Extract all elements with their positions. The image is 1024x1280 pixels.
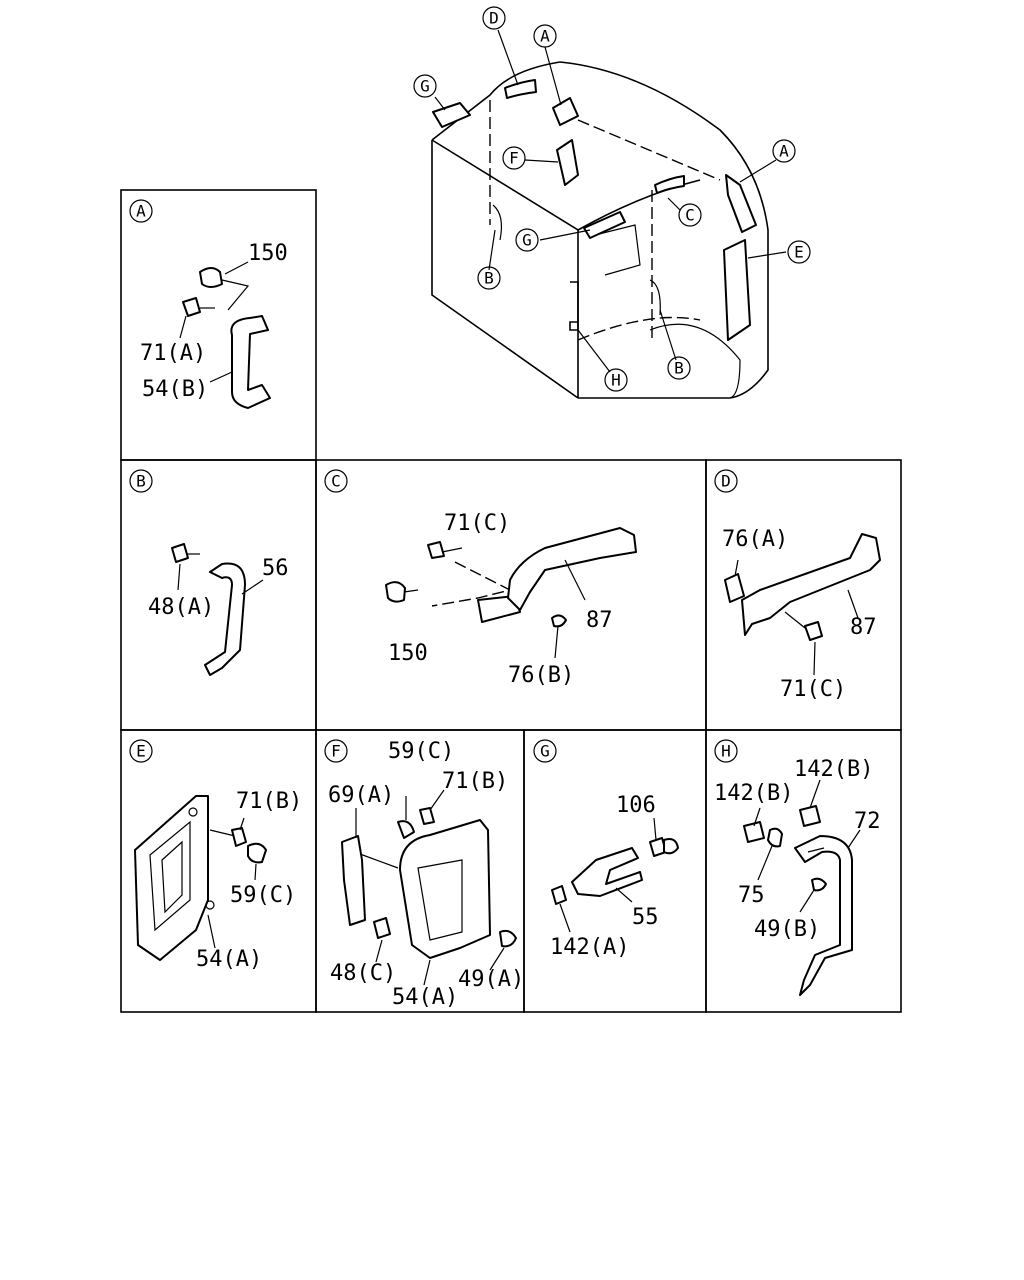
panel-g-label-2: 142(A) <box>550 935 629 960</box>
panel-b-label-0: 48(A) <box>148 595 214 620</box>
panel-b-id: B <box>136 472 146 491</box>
panel-h-label-2: 72 <box>854 809 881 834</box>
overview-callout-h: H <box>611 371 621 390</box>
panel-a-label-2: 54(B) <box>142 377 208 402</box>
overview-callout-d: D <box>489 9 499 28</box>
panel-a-id-circle <box>129 199 153 223</box>
panel-d-label-1: 87 <box>850 615 877 640</box>
panel-a-frame <box>120 189 317 461</box>
panel-f-label-3: 48(C) <box>330 961 396 986</box>
panel-e-id: E <box>136 742 146 761</box>
panel-h-label-3: 75 <box>738 883 765 908</box>
panel-d: D 76(A) 87 71(C) <box>714 469 881 702</box>
panel-f-label-4: 54(A) <box>392 985 458 1010</box>
callout-circle-g2 <box>515 228 539 252</box>
panel-h-label-4: 49(B) <box>754 917 820 942</box>
panel-e-label-0: 71(B) <box>236 789 302 814</box>
panel-g-label-0: 106 <box>616 793 656 818</box>
overview-callout-e: E <box>794 243 804 262</box>
panel-c-label-1: 150 <box>388 641 428 666</box>
panel-frames <box>120 189 902 1013</box>
panel-f-label-0: 59(C) <box>388 739 454 764</box>
overview-callout-f: F <box>509 149 519 168</box>
callout-circle-d <box>482 6 506 30</box>
overview-callout-b2: B <box>674 359 684 378</box>
panel-d-label-0: 76(A) <box>722 527 788 552</box>
panel-c-label-2: 87 <box>586 608 613 633</box>
callout-circle-h <box>604 368 628 392</box>
panel-f-label-5: 49(A) <box>458 967 524 992</box>
overview-callout-c: C <box>685 206 695 225</box>
panel-f-label-1: 69(A) <box>328 783 394 808</box>
panel-c: C 71(C) 150 87 76(B) <box>324 469 637 688</box>
panel-h: H 142(B) 142(B) 72 75 49(B) <box>714 739 881 996</box>
panel-e-label-2: 54(A) <box>196 947 262 972</box>
callout-circle-g1 <box>413 74 437 98</box>
callout-circle-a1 <box>533 24 557 48</box>
panel-h-frame <box>705 729 902 1013</box>
panel-b-id-circle <box>129 469 153 493</box>
overview-callout-g1: G <box>420 77 430 96</box>
panel-d-label-2: 71(C) <box>780 677 846 702</box>
panel-c-label-0: 71(C) <box>444 511 510 536</box>
callout-circle-a2 <box>772 139 796 163</box>
panel-f-id: F <box>331 742 341 761</box>
callout-circle-f <box>502 146 526 170</box>
panel-b: B 48(A) 56 <box>129 469 289 676</box>
callout-circle-b2 <box>667 356 691 380</box>
overview-callout-b1: B <box>484 269 494 288</box>
callout-circle-b1 <box>477 266 501 290</box>
panel-d-id: D <box>721 472 731 491</box>
panel-a-id: A <box>136 202 146 221</box>
panel-a-label-0: 150 <box>248 241 288 266</box>
overview-callout-a2: A <box>779 142 789 161</box>
panel-e-id-circle <box>129 739 153 763</box>
panel-f-label-2: 71(B) <box>442 769 508 794</box>
panel-h-id: H <box>721 742 731 761</box>
callout-circle-c <box>678 203 702 227</box>
overview-callout-g2: G <box>522 231 532 250</box>
panel-f: F 59(C) 69(A) 71(B) 48(C) 54(A) 49(A) <box>324 739 524 1010</box>
panel-c-id-circle <box>324 469 348 493</box>
overview-cab: D A G F A C G E B H B <box>413 6 811 399</box>
panel-f-id-circle <box>324 739 348 763</box>
panel-a: A 150 71(A) 54(B) <box>129 199 288 409</box>
panel-g-id: G <box>540 742 550 761</box>
panel-h-id-circle <box>714 739 738 763</box>
panel-g-label-1: 55 <box>632 905 659 930</box>
panel-a-label-1: 71(A) <box>140 341 206 366</box>
panel-c-label-3: 76(B) <box>508 663 574 688</box>
panel-e: E 71(B) 59(C) 54(A) <box>129 739 302 972</box>
panel-g-id-circle <box>533 739 557 763</box>
panel-c-id: C <box>331 472 341 491</box>
panel-e-label-1: 59(C) <box>230 883 296 908</box>
panel-h-label-0: 142(B) <box>714 781 793 806</box>
panel-g: G 106 55 142(A) <box>533 739 679 960</box>
callout-circle-e <box>787 240 811 264</box>
panel-d-id-circle <box>714 469 738 493</box>
panel-h-label-1: 142(B) <box>794 757 873 782</box>
panel-g-frame <box>523 729 707 1013</box>
overview-callout-a1: A <box>540 27 550 46</box>
panel-b-label-1: 56 <box>262 556 289 581</box>
